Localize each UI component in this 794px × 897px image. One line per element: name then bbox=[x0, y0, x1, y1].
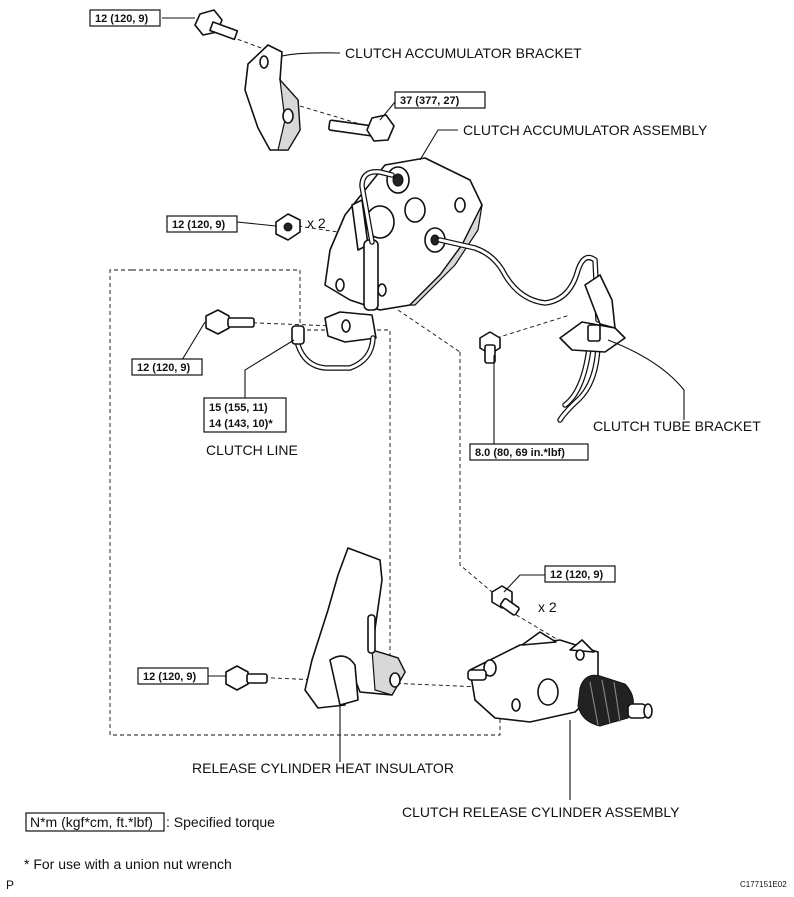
torque-cylinder-bolt: 12 (120, 9) bbox=[544, 565, 616, 583]
torque-union: 15 (155, 11) 14 (143, 10)* bbox=[203, 397, 287, 433]
torque-bracket-bolt: 37 (377, 27) bbox=[394, 91, 486, 109]
line-bolt bbox=[205, 309, 255, 335]
torque-nut: 12 (120, 9) bbox=[166, 215, 238, 233]
insulator-bolt bbox=[225, 665, 268, 691]
torque-value: 8.0 (80, 69 in.*lbf) bbox=[475, 447, 565, 459]
torque-value: 12 (120, 9) bbox=[137, 362, 191, 374]
tube-bracket bbox=[559, 274, 626, 353]
tube-bolt bbox=[479, 331, 501, 364]
clutch-line bbox=[291, 169, 395, 371]
nut bbox=[275, 213, 301, 241]
torque-value: 12 (120, 9) bbox=[172, 219, 226, 231]
torque-value: 12 (120, 9) bbox=[550, 569, 604, 581]
torque-value: 12 (120, 9) bbox=[143, 671, 197, 683]
torque-legend: N*m (kgf*cm, ft.*lbf) : Specified torque bbox=[25, 812, 275, 832]
label-accumulator-bracket: CLUTCH ACCUMULATOR BRACKET bbox=[345, 45, 582, 61]
torque-line-bolt: 12 (120, 9) bbox=[131, 358, 203, 376]
label-tube-bracket: CLUTCH TUBE BRACKET bbox=[593, 418, 761, 434]
torque-value: 12 (120, 9) bbox=[95, 13, 149, 25]
footnote: * For use with a union nut wrench bbox=[24, 856, 232, 872]
torque-insulator-bolt: 12 (120, 9) bbox=[137, 667, 209, 685]
figure-code: C177151E02 bbox=[740, 880, 787, 889]
torque-top-bolt: 12 (120, 9) bbox=[89, 9, 161, 27]
cylinder-bolt bbox=[491, 585, 520, 616]
label-heat-insulator: RELEASE CYLINDER HEAT INSULATOR bbox=[192, 760, 454, 776]
legend-torque-desc: : Specified torque bbox=[166, 814, 275, 830]
bracket-bolt bbox=[328, 114, 395, 142]
torque-value: 37 (377, 27) bbox=[400, 95, 460, 107]
release-cylinder bbox=[467, 631, 653, 727]
page-mark: P bbox=[6, 878, 14, 892]
nut-quantity: x 2 bbox=[307, 215, 326, 231]
accumulator-assembly bbox=[324, 157, 483, 311]
top-bolt bbox=[194, 9, 239, 41]
torque-value-2: 14 (143, 10)* bbox=[209, 418, 273, 430]
torque-tube-bolt: 8.0 (80, 69 in.*lbf) bbox=[469, 443, 589, 461]
leader-lines bbox=[162, 17, 685, 800]
torque-value-1: 15 (155, 11) bbox=[209, 402, 268, 414]
label-release-cylinder: CLUTCH RELEASE CYLINDER ASSEMBLY bbox=[402, 804, 680, 820]
label-clutch-line: CLUTCH LINE bbox=[206, 442, 298, 458]
legend-torque-box: N*m (kgf*cm, ft.*lbf) bbox=[30, 814, 153, 830]
label-accumulator-assembly: CLUTCH ACCUMULATOR ASSEMBLY bbox=[463, 122, 708, 138]
heat-insulator bbox=[304, 547, 406, 709]
cylinder-bolt-quantity: x 2 bbox=[538, 599, 557, 615]
accumulator-bracket bbox=[244, 44, 301, 151]
